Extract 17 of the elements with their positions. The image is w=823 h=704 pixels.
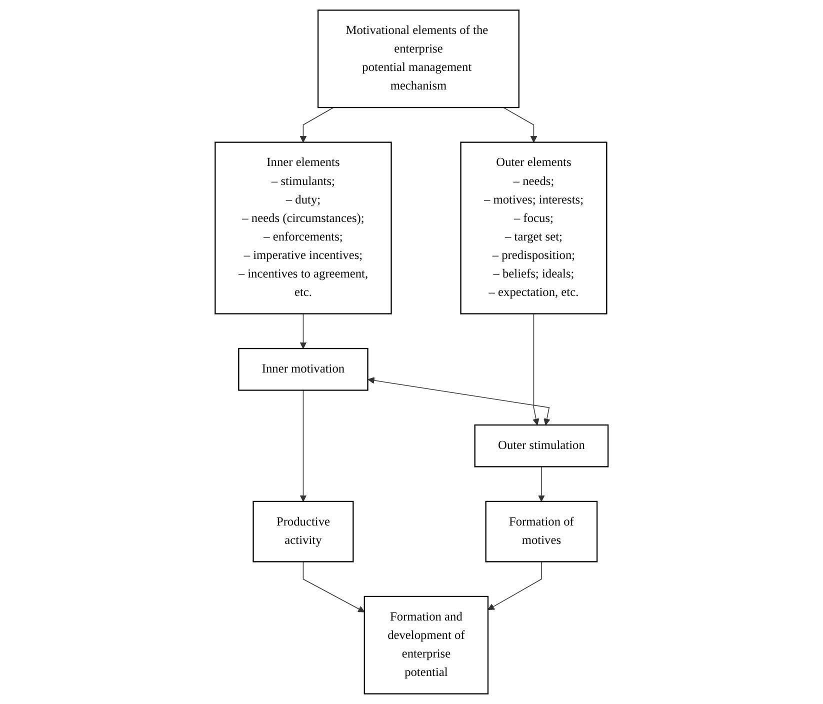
arrow [300,390,306,502]
node-box: Motivational elements of the enterprise potential management mechanism [317,10,520,108]
node-box: Inner elements – stimulants; – duty; – needs (circumstances); – enforcements; – imperative incentives; – incentives to agreement, etc. [214,142,392,314]
node-box: Inner motivation [238,348,368,391]
arrow [502,107,537,143]
arrow [300,107,334,143]
arrow [368,377,550,426]
node-box: Outer stimulation [474,424,608,468]
arrow [532,313,540,426]
node-box: Formation and development of enterprise potential [364,596,488,694]
node-box: Formation of motives [485,500,598,562]
arrow [302,561,365,612]
arrow [538,466,545,502]
arrow [300,313,306,349]
node-box: Productive activity [252,500,354,562]
node-box: Outer elements – needs; – motives; interests; – focus; – target set; – predisposition; – beliefs; ideals; – expectation, etc. [460,142,608,314]
arrow [488,561,542,610]
